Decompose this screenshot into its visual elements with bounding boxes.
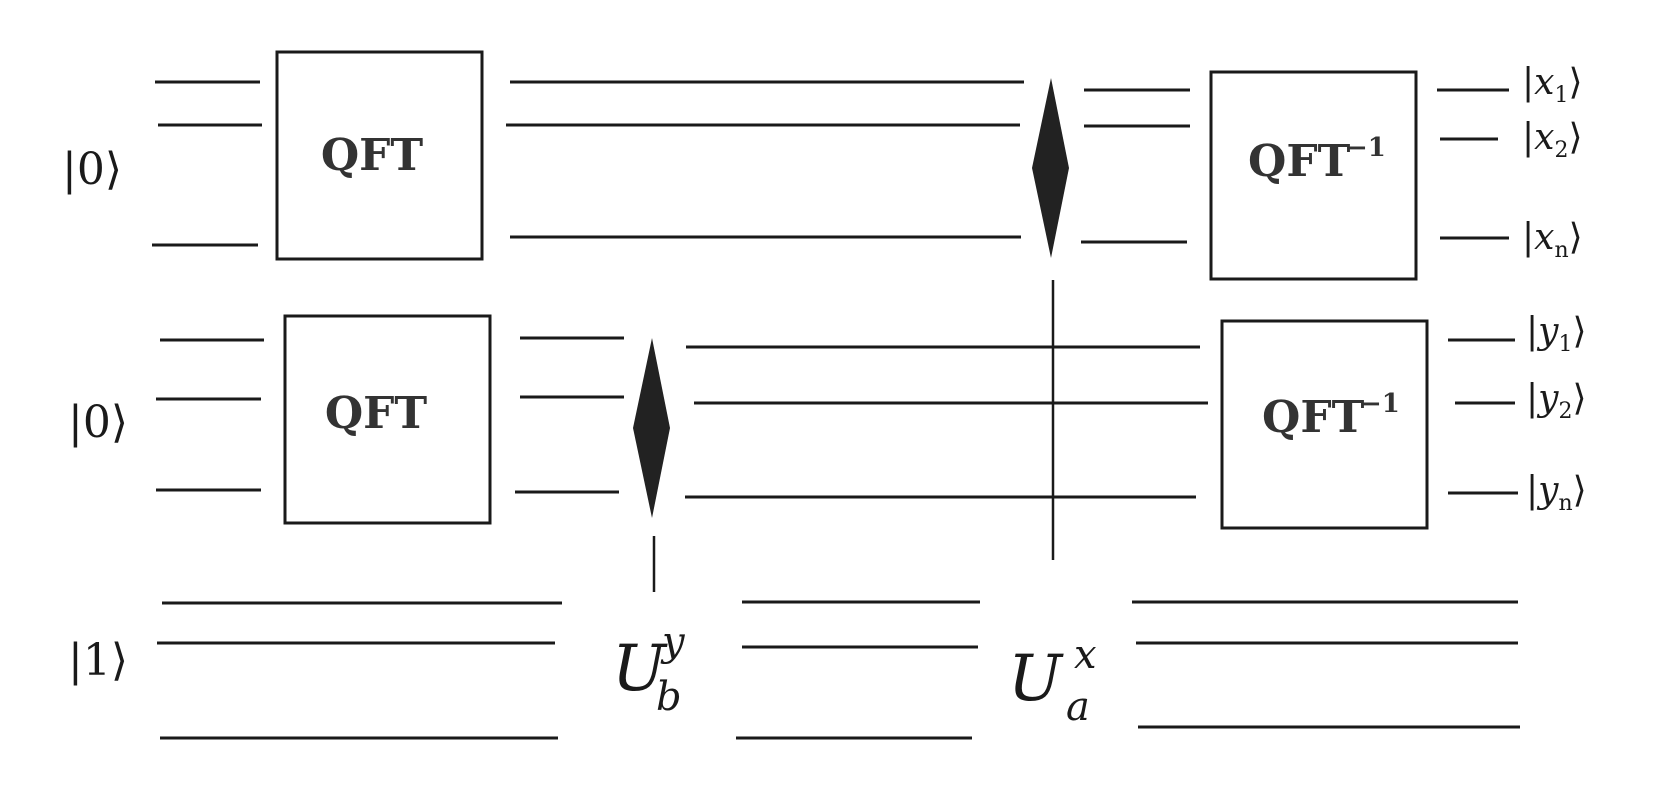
- ua-sup: x: [1074, 632, 1097, 678]
- output-ket-y2-var: y: [1536, 378, 1559, 419]
- output-ket-x1-var: x: [1534, 62, 1554, 103]
- ua-sub: a: [1066, 684, 1090, 730]
- output-ket-x1: |x1⟩: [1522, 62, 1583, 108]
- operator-ua: U x a: [1008, 632, 1097, 730]
- output-ket-x2-var: x: [1534, 117, 1554, 158]
- ub-control-diamond: [633, 338, 670, 518]
- output-ket-x1-sub: 1: [1554, 83, 1568, 108]
- output-ket-y2: |y2⟩: [1526, 378, 1587, 424]
- iqft-box-x: [1209, 70, 1418, 281]
- iqft-box-y: [1220, 319, 1429, 530]
- output-ket-yn: |yn⟩: [1526, 470, 1587, 516]
- output-ket-xn: |xn⟩: [1522, 217, 1583, 263]
- qft-box-x: [275, 50, 484, 261]
- iqft-label-x: QFT: [1248, 136, 1351, 187]
- register-b: [157, 600, 1520, 740]
- operator-ub: U y b: [612, 619, 686, 720]
- output-ket-yn-var: y: [1536, 470, 1559, 511]
- qft-label-x: QFT: [321, 130, 424, 181]
- iqft-sup-y: −1: [1360, 389, 1400, 419]
- input-state-x: |0⟩: [62, 144, 122, 195]
- input-state-y: |0⟩: [68, 397, 128, 448]
- ub-sub: b: [656, 674, 682, 720]
- qft-label-y: QFT: [325, 388, 428, 439]
- output-ket-y1-var: y: [1536, 311, 1559, 352]
- register-x: [152, 50, 1509, 281]
- register-y: [156, 314, 1518, 530]
- output-ket-y1: |y1⟩: [1526, 311, 1587, 357]
- output-ket-x2: |x2⟩: [1522, 117, 1583, 163]
- output-ket-y2-sub: 2: [1558, 399, 1572, 424]
- output-ket-y1-sub: 1: [1558, 332, 1572, 357]
- input-state-b: |1⟩: [68, 635, 128, 686]
- qft-box-y: [283, 314, 492, 525]
- ua-base: U: [1008, 642, 1064, 716]
- iqft-sup-x: −1: [1346, 133, 1386, 163]
- ub-base: U: [612, 632, 668, 706]
- output-ket-yn-sub: n: [1558, 491, 1572, 516]
- iqft-label-y: QFT: [1262, 392, 1365, 443]
- ua-control-diamond: [1032, 78, 1069, 258]
- output-ket-x2-sub: 2: [1554, 138, 1568, 163]
- output-ket-xn-sub: n: [1554, 238, 1568, 263]
- output-ket-xn-var: x: [1534, 217, 1554, 258]
- ub-sup: y: [660, 619, 686, 665]
